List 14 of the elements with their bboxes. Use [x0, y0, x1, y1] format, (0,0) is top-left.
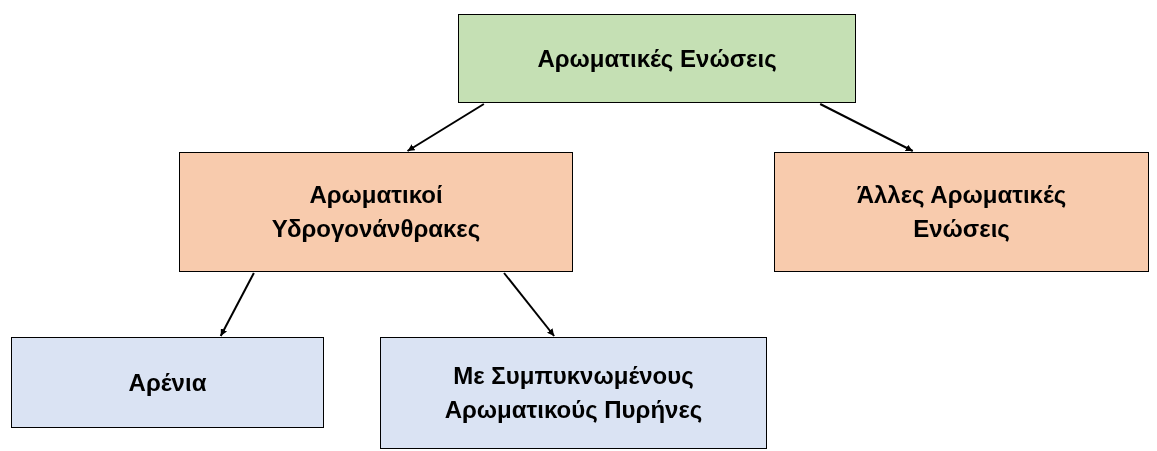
box-label: Με Συμπυκνωμένους Αρωματικούς Πυρήνες: [443, 361, 704, 425]
category-box: [380, 337, 767, 449]
category-box: [179, 152, 573, 272]
box-label: Άλλες Αρωματικές Ενώσεις: [855, 180, 1068, 244]
arrow: [406, 103, 485, 152]
category-box: [458, 14, 856, 103]
box-label: Αρωματικοί Υδρογονάνθρακες: [270, 180, 482, 244]
category-box: [774, 152, 1149, 272]
category-box: [11, 337, 324, 428]
box-label: Αρένια: [128, 367, 207, 398]
arrow: [819, 103, 914, 152]
arrow: [219, 272, 255, 337]
arrow: [503, 272, 556, 337]
box-label: Αρωματικές Ενώσεις: [537, 43, 777, 74]
